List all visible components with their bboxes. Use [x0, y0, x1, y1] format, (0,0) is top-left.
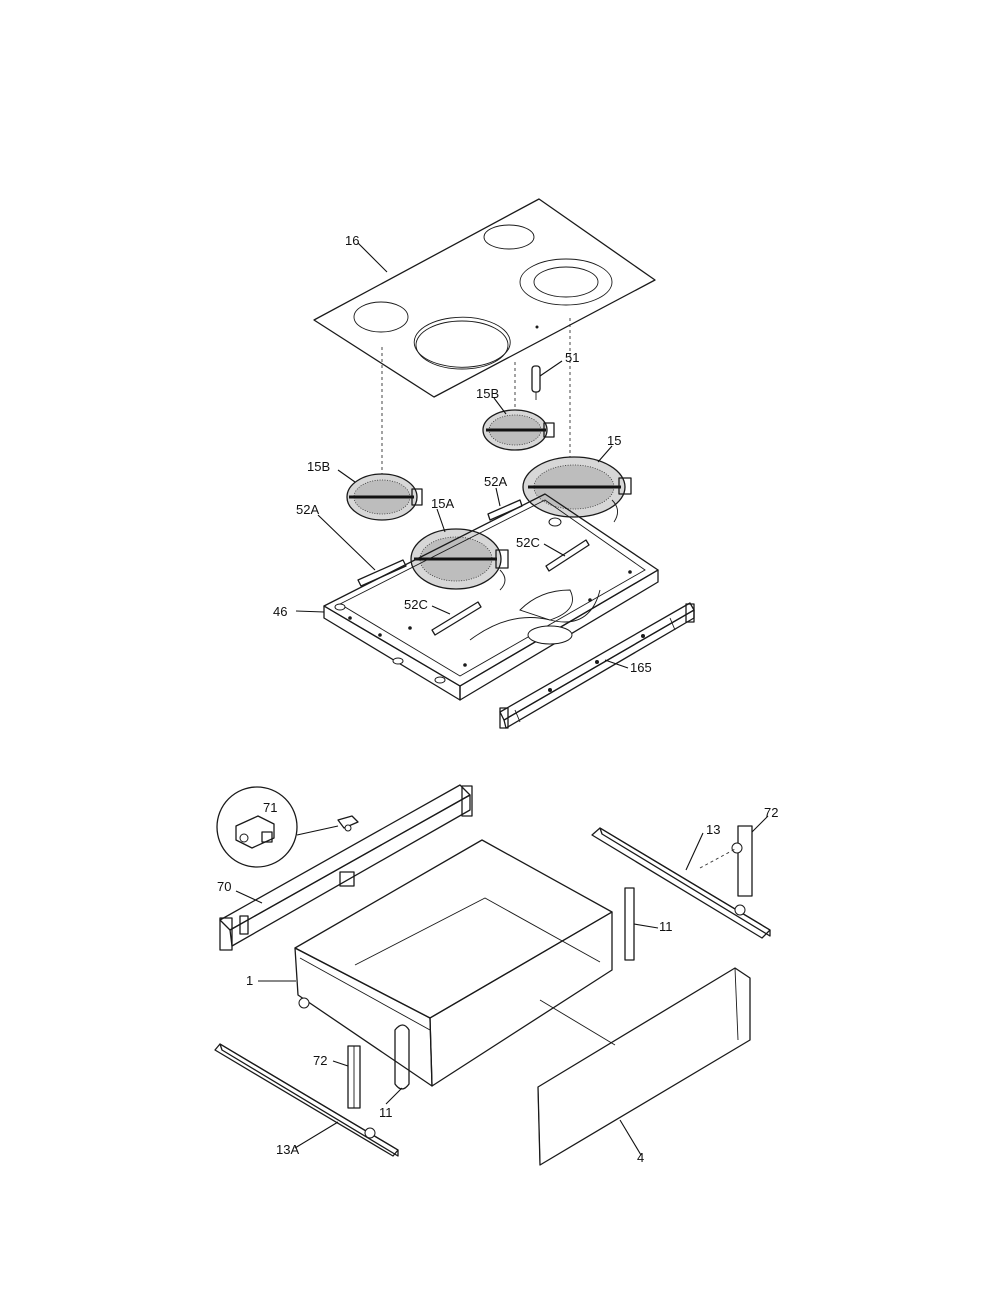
label-bracket-right: 72 [764, 805, 778, 820]
element-rear-right [482, 409, 555, 451]
front-rail [499, 602, 695, 729]
label-clip-center: 52C [404, 597, 428, 612]
callout-labels: 16 51 15B 15 15B 52A 15A 52A 52C 52C 46 … [217, 233, 778, 1165]
label-cooktop-glass: 16 [345, 233, 359, 248]
bracket-right [699, 825, 753, 897]
leveler-detail-circle [216, 786, 359, 868]
label-element-rear-right: 15B [476, 386, 499, 401]
label-clip-left: 52A [296, 502, 319, 517]
limiter-sensor [531, 365, 541, 400]
slide-left [214, 1043, 399, 1157]
label-bracket-left: 72 [313, 1053, 327, 1068]
label-element-large: 15 [607, 433, 621, 448]
label-element-box: 46 [273, 604, 287, 619]
label-element-front-center: 15A [431, 496, 454, 511]
label-guide-right: 11 [659, 919, 673, 934]
label-slide-left: 13A [276, 1142, 299, 1157]
element-box [323, 493, 659, 701]
label-clip-right: 52C [516, 535, 540, 550]
element-left [346, 473, 423, 521]
label-sensor: 51 [565, 350, 579, 365]
label-guide-left: 11 [379, 1105, 393, 1120]
label-drawer: 1 [246, 973, 253, 988]
drawer [294, 839, 616, 1087]
label-front-rail: 165 [630, 660, 652, 675]
label-leveler-detail: 71 [263, 800, 277, 815]
drawer-front [537, 967, 751, 1166]
alignment-lines [381, 318, 571, 480]
cooktop-glass [313, 198, 656, 398]
bracket-left [347, 1045, 361, 1109]
label-slide-right: 13 [706, 822, 720, 837]
label-drawer-front: 4 [637, 1150, 644, 1165]
label-element-left: 15B [307, 459, 330, 474]
label-rear-rail: 70 [217, 879, 231, 894]
element-front-center [410, 528, 509, 591]
element-large [522, 456, 632, 523]
label-clip-right-top: 52A [484, 474, 507, 489]
rear-rail [219, 784, 473, 951]
leader-lines [235, 242, 769, 1156]
slide-right [591, 827, 771, 939]
